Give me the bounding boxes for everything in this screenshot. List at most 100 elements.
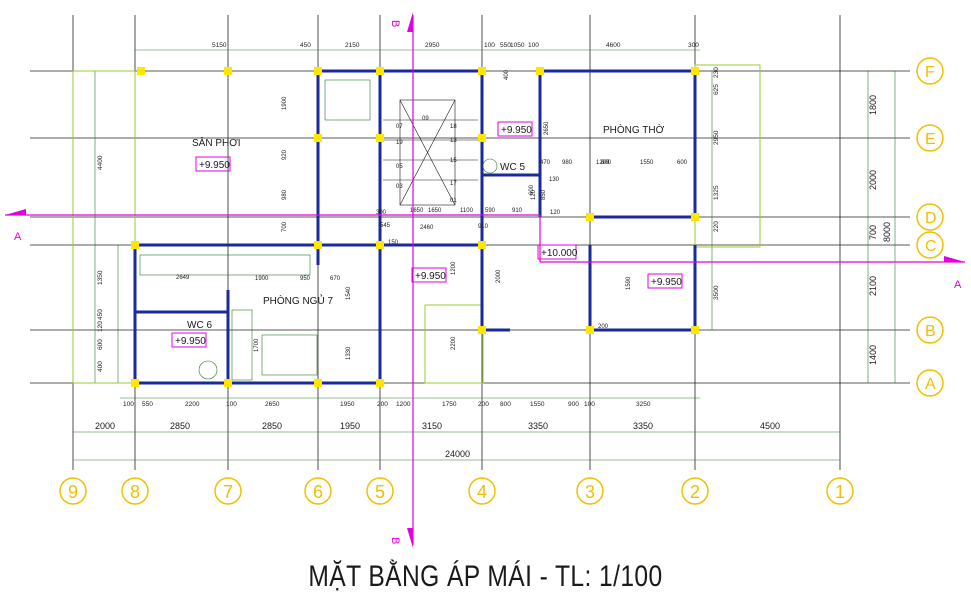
- dimension-label: 1700: [254, 338, 260, 352]
- drawing-title: MẶT BẰNG ÁP MÁI - TL: 1/100: [308, 560, 663, 593]
- dimension-label: 4400: [97, 155, 104, 170]
- columns: [131, 67, 699, 387]
- dimension-label: 1900: [282, 96, 288, 110]
- dimension-label: 2200: [185, 401, 200, 408]
- dimension-label: 3500: [713, 285, 720, 300]
- grid-label: A: [925, 376, 936, 393]
- dimension-label: 15: [450, 158, 457, 164]
- dimension-label: 670: [330, 276, 341, 282]
- dimension-label: 1800: [868, 95, 878, 115]
- dimension-label: 1550: [640, 160, 654, 166]
- grid-bubble: [304, 477, 332, 505]
- grid-bubble: [576, 477, 604, 505]
- level-tag: +9.950: [501, 125, 532, 136]
- dimension-label: 550: [500, 42, 511, 49]
- grid-bubble: [214, 477, 242, 505]
- dimension-label: 1750: [442, 401, 457, 408]
- dimension-label: 545: [380, 223, 391, 229]
- section-a-right: A: [954, 279, 962, 291]
- dimension-label: 120: [550, 210, 561, 216]
- dimension-label: 980: [562, 160, 573, 166]
- grid-bubble: [916, 124, 944, 152]
- dimension-label: 200: [377, 401, 388, 408]
- stair: [383, 99, 478, 206]
- grid-label: 6: [313, 482, 323, 502]
- dimension-label: 700: [282, 221, 288, 232]
- dimension-label: 2460: [420, 225, 434, 231]
- grid-bubble: [826, 477, 854, 505]
- dimension-label: 100: [484, 42, 495, 49]
- grid-bubble: [121, 477, 149, 505]
- dimension-label: 200: [478, 401, 489, 408]
- dimension-label: 4600: [606, 42, 621, 49]
- dimension-label: 400: [97, 361, 104, 372]
- grid-label: 2: [690, 482, 700, 502]
- level-tag: +9.950: [415, 271, 446, 282]
- dimension-label: 1650: [410, 208, 424, 214]
- right-total-dimension: 8000: [882, 222, 892, 242]
- dimension-label: 2100: [868, 276, 878, 296]
- dimension-label: 1200: [596, 160, 610, 166]
- dimension-label: 920: [282, 149, 288, 160]
- dimension-label: 09: [422, 116, 429, 122]
- dimension-label: 550: [142, 401, 153, 408]
- level-tags: +9.950 +9.950 +9.950 +10.000 +9.950 +9.9…: [171, 121, 683, 348]
- dimension-label: 17: [450, 181, 457, 187]
- room-bedroom-7: PHÒNG NGỦ 7: [263, 294, 333, 307]
- level-tag: +9.950: [651, 277, 682, 288]
- grid-bubble: [59, 477, 87, 505]
- dimension-label: 1590: [626, 276, 632, 290]
- dimension-label: 700: [868, 225, 878, 240]
- dimension-label: 980: [282, 189, 288, 200]
- grid-label: E: [925, 131, 936, 148]
- room-wc-6: WC 6: [187, 320, 212, 331]
- grid-label: 8: [130, 482, 140, 502]
- dimension-label: 1950: [340, 401, 355, 408]
- dimension-label: 3250: [636, 401, 651, 408]
- dimension-label: 1100: [460, 208, 474, 214]
- dimension-label: 03: [396, 184, 403, 190]
- dimension-label: 1400: [868, 345, 878, 365]
- grid-label: D: [925, 210, 937, 227]
- floor-plan-drawing: A A B B SÂN PHƠI PHÒNG THỜ PHÒNG NGỦ 7 W…: [5, 12, 965, 548]
- dimension-label: 2650: [544, 121, 550, 135]
- dimension-label: 910: [478, 224, 489, 230]
- dimension-label: 120: [531, 189, 537, 200]
- dimension-label: 2650: [265, 401, 280, 408]
- dimension-label: 07: [396, 124, 403, 130]
- dimension-label: 2150: [345, 42, 360, 49]
- level-tag: +9.950: [175, 336, 206, 347]
- dimension-label: 600: [677, 160, 688, 166]
- grid-label: F: [925, 64, 935, 81]
- grid-bubble: [916, 316, 944, 344]
- dimension-label: 13: [450, 138, 457, 144]
- dimension-label: 1200: [396, 401, 411, 408]
- dimension-label: 2850: [262, 421, 282, 431]
- dimension-label: 625: [713, 84, 720, 95]
- dimension-label: 300: [688, 42, 699, 49]
- room-drying-yard: SÂN PHƠI: [192, 136, 241, 149]
- walls: [133, 69, 697, 385]
- dimension-label: 200: [598, 324, 609, 330]
- dimension-label: 2649: [176, 275, 190, 281]
- dimension-label: 1900: [255, 276, 269, 282]
- dimension-label: 1200: [451, 261, 457, 275]
- room-altar: PHÒNG THỜ: [603, 123, 665, 136]
- section-a-left: A: [14, 231, 22, 243]
- dimension-label: 2950: [713, 130, 720, 145]
- grid-bubble: [366, 477, 394, 505]
- dimension-label: 1050: [510, 42, 525, 49]
- dimension-label: 150: [388, 240, 399, 246]
- grid-label: C: [925, 238, 937, 255]
- dimension-label: 130: [549, 177, 560, 183]
- dimension-label: 600: [529, 184, 535, 195]
- dimension-label: 5150: [212, 42, 227, 49]
- dimension-lines: [73, 49, 896, 461]
- grid-bubble: [916, 231, 944, 259]
- dimension-label: 2000: [868, 170, 878, 190]
- total-dimension: 24000: [445, 449, 470, 459]
- dimension-label: 100: [226, 401, 237, 408]
- fixtures: [139, 79, 498, 381]
- dimension-label: 950: [300, 276, 311, 282]
